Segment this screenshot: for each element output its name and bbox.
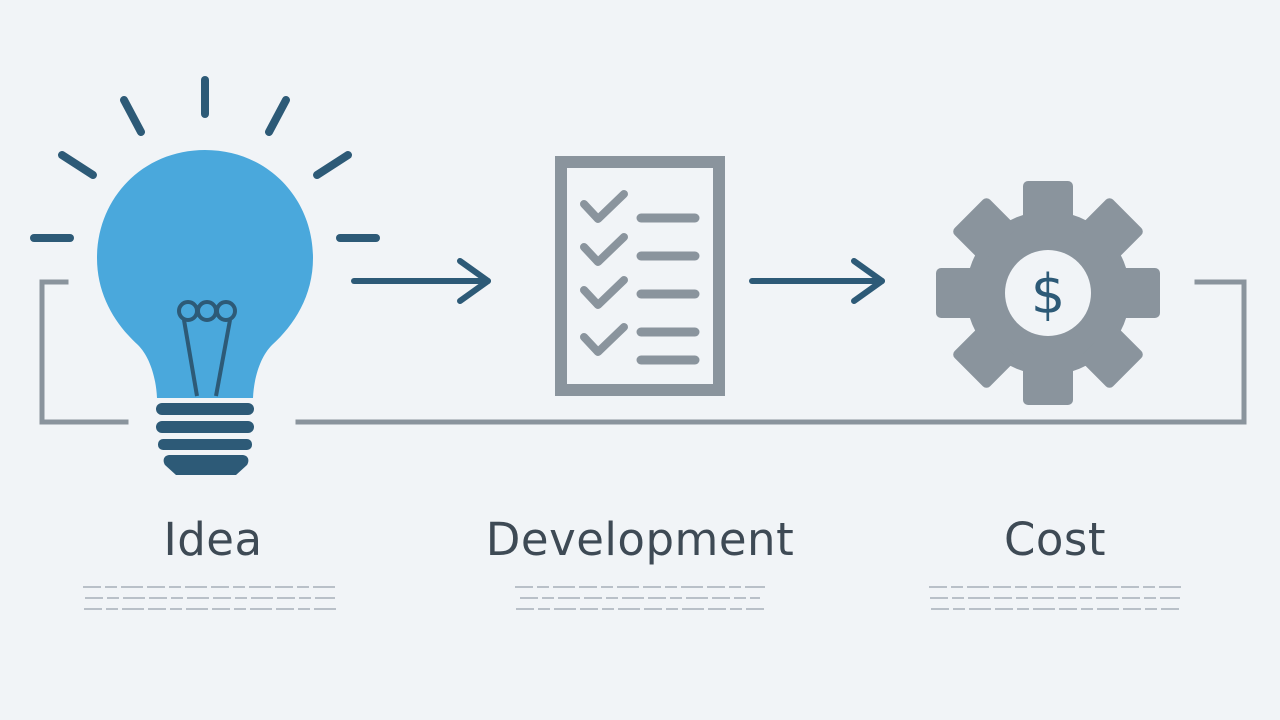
cost-description-placeholder xyxy=(920,586,1190,626)
stage-title-cost: Cost xyxy=(1003,513,1107,566)
stage-title-development: Development xyxy=(485,513,795,566)
dollar-sign: $ xyxy=(1031,263,1065,326)
stage-title-idea: Idea xyxy=(163,513,263,566)
check-marks xyxy=(580,190,628,356)
lightbulb-icon xyxy=(30,76,380,475)
bulb-filament xyxy=(177,300,237,397)
gear-dollar-icon: $ xyxy=(936,181,1160,405)
development-description-placeholder xyxy=(505,586,775,626)
light-rays xyxy=(30,76,380,242)
checklist-lines xyxy=(636,213,700,365)
bulb-glass xyxy=(97,150,313,398)
bulb-base xyxy=(156,403,254,475)
checklist-icon xyxy=(555,156,725,396)
idea-description-placeholder xyxy=(75,586,345,626)
feedback-loop-connector xyxy=(39,279,1247,425)
arrow-idea-to-development xyxy=(351,258,491,304)
arrow-development-to-cost xyxy=(749,258,885,304)
